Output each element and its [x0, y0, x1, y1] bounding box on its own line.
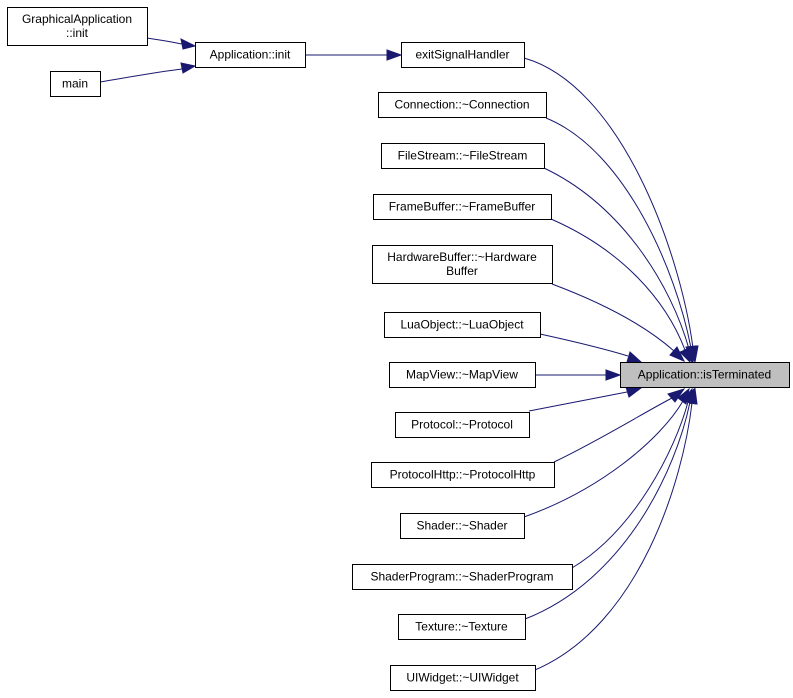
- edge-filestream-to-is_terminated: [543, 167, 695, 364]
- edge-line: [545, 117, 692, 349]
- edge-line: [99, 68, 183, 83]
- edge-line: [551, 283, 675, 352]
- node-box: [401, 42, 525, 68]
- node-label: Application::init: [210, 48, 291, 62]
- arrowhead-icon: [625, 386, 643, 398]
- call-edges: [99, 37, 699, 671]
- node-label: Protocol::~Protocol: [411, 418, 513, 432]
- edge-line: [534, 402, 693, 671]
- edge-line: [543, 167, 690, 350]
- node-connection[interactable]: Connection::~Connection: [378, 92, 547, 118]
- edge-framebuffer-to-is_terminated: [550, 218, 691, 364]
- node-label: exitSignalHandler: [415, 48, 509, 62]
- node-app-init[interactable]: Application::init: [195, 42, 306, 68]
- arrowhead-icon: [626, 351, 643, 363]
- node-label: Shader::~Shader: [416, 519, 507, 533]
- node-box: [352, 564, 573, 590]
- node-box: [373, 194, 552, 220]
- edge-mapview-to-is_terminated: [535, 369, 622, 381]
- edge-line: [523, 400, 684, 518]
- node-box: [7, 7, 148, 46]
- node-filestream[interactable]: FileStream::~FileStream: [381, 143, 545, 169]
- edge-line: [528, 391, 628, 412]
- node-label: FrameBuffer::~FrameBuffer: [389, 200, 536, 214]
- arrowhead-icon: [386, 49, 403, 61]
- node-box: [398, 614, 526, 640]
- node-box: [372, 245, 553, 284]
- arrowhead-icon: [180, 62, 197, 74]
- edge-uiwidget-to-is_terminated: [534, 387, 698, 671]
- node-label: Buffer: [446, 264, 478, 278]
- node-box: [50, 71, 101, 97]
- arrowhead-icon: [686, 387, 698, 405]
- node-exit-handler[interactable]: exitSignalHandler: [401, 42, 525, 68]
- node-main[interactable]: main: [50, 71, 101, 97]
- node-box: [195, 42, 306, 68]
- node-box: [620, 362, 790, 388]
- node-label: UIWidget::~UIWidget: [406, 671, 519, 685]
- node-graphical-init[interactable]: GraphicalApplication::init: [7, 7, 148, 46]
- node-texture[interactable]: Texture::~Texture: [398, 614, 526, 640]
- graph-nodes: GraphicalApplication::initmainApplicatio…: [7, 7, 790, 691]
- node-box: [378, 92, 547, 118]
- node-label: FileStream::~FileStream: [398, 149, 528, 163]
- node-label: main: [62, 77, 88, 91]
- node-luaobject[interactable]: LuaObject::~LuaObject: [384, 312, 541, 338]
- node-mapview[interactable]: MapView::~MapView: [389, 362, 536, 388]
- edge-line: [539, 333, 629, 357]
- edge-hardwarebuffer-to-is_terminated: [551, 283, 686, 362]
- node-label: ::init: [66, 26, 89, 40]
- edge-line: [146, 37, 183, 45]
- node-box: [384, 312, 541, 338]
- edge-line: [571, 401, 689, 569]
- node-label: ProtocolHttp::~ProtocolHttp: [390, 468, 536, 482]
- arrowhead-icon: [679, 347, 691, 364]
- node-uiwidget[interactable]: UIWidget::~UIWidget: [390, 665, 536, 691]
- arrowhead-icon: [180, 38, 197, 50]
- node-box: [371, 462, 555, 488]
- edge-protocol-to-is_terminated: [528, 386, 643, 412]
- node-hardwarebuffer[interactable]: HardwareBuffer::~HardwareBuffer: [372, 245, 553, 284]
- edge-shaderprogram-to-is_terminated: [571, 387, 693, 569]
- node-shaderprogram[interactable]: ShaderProgram::~ShaderProgram: [352, 564, 573, 590]
- node-box: [400, 513, 525, 539]
- arrowhead-icon: [605, 369, 622, 381]
- node-label: MapView::~MapView: [406, 368, 518, 382]
- node-label: Connection::~Connection: [394, 98, 529, 112]
- node-shader[interactable]: Shader::~Shader: [400, 513, 525, 539]
- node-protocolhttp[interactable]: ProtocolHttp::~ProtocolHttp: [371, 462, 555, 488]
- node-label: ShaderProgram::~ShaderProgram: [370, 570, 553, 584]
- edge-graphical_init-to-app_init: [146, 37, 197, 50]
- arrowhead-icon: [669, 346, 686, 362]
- node-label: Application::isTerminated: [638, 368, 771, 382]
- edge-line: [553, 397, 673, 463]
- edge-line: [524, 401, 691, 620]
- node-is-terminated[interactable]: Application::isTerminated: [620, 362, 790, 388]
- node-box: [389, 362, 536, 388]
- node-label: LuaObject::~LuaObject: [400, 318, 524, 332]
- edge-protocolhttp-to-is_terminated: [553, 388, 686, 463]
- node-protocol[interactable]: Protocol::~Protocol: [395, 412, 530, 438]
- edge-line: [523, 57, 694, 349]
- edge-shader-to-is_terminated: [523, 387, 690, 518]
- node-box: [381, 143, 545, 169]
- node-label: HardwareBuffer::~Hardware: [387, 250, 537, 264]
- node-label: GraphicalApplication: [22, 12, 132, 26]
- node-label: Texture::~Texture: [415, 620, 508, 634]
- node-box: [390, 665, 536, 691]
- arrowhead-icon: [667, 388, 686, 403]
- node-framebuffer[interactable]: FrameBuffer::~FrameBuffer: [373, 194, 552, 220]
- edge-luaobject-to-is_terminated: [539, 333, 643, 363]
- edge-line: [550, 218, 686, 351]
- edge-main-to-app_init: [99, 62, 197, 83]
- node-box: [395, 412, 530, 438]
- edge-app_init-to-exit_handler: [305, 49, 403, 61]
